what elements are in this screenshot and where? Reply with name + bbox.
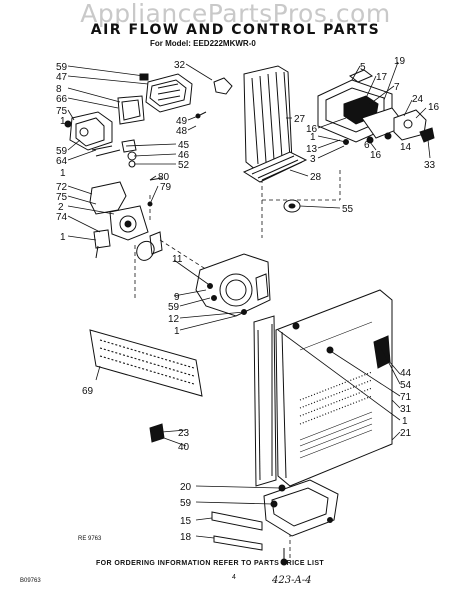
callout-71: 71 [400, 392, 412, 403]
callout-8: 8 [56, 84, 62, 95]
retainer-clip [149, 423, 165, 443]
callout-16: 16 [428, 102, 440, 113]
callout-13: 13 [306, 144, 318, 155]
callout-23: 23 [178, 428, 190, 439]
callout-32: 32 [174, 60, 186, 71]
document-code: B09763 [20, 578, 41, 584]
callout-5: 5 [360, 62, 366, 73]
callout-2: 2 [58, 202, 64, 213]
callout-48: 48 [176, 126, 188, 137]
control-housing-assembly [117, 73, 193, 125]
callout-6: 6 [364, 140, 370, 151]
callout-numbers: 59 47 8 66 75 1 59 64 1 32 49 48 45 46 5… [56, 56, 440, 543]
callout-74: 74 [56, 212, 68, 223]
callout-27: 27 [294, 114, 306, 125]
callout-7: 7 [394, 82, 400, 93]
control-knob [283, 199, 301, 213]
callout-1: 1 [310, 132, 316, 143]
callout-leader-lines [67, 61, 431, 539]
callout-33: 33 [424, 160, 436, 171]
callout-54: 54 [400, 380, 412, 391]
callout-75: 75 [56, 192, 68, 203]
callout-59: 59 [56, 146, 68, 157]
model-number: EED222MKWR-0 [193, 39, 256, 48]
callout-52: 52 [178, 160, 190, 171]
callout-3: 3 [310, 154, 316, 165]
diagram-title: AIR FLOW AND CONTROL PARTS [90, 22, 381, 38]
callout-15: 15 [180, 516, 192, 527]
callout-75: 75 [56, 106, 68, 117]
callout-72: 72 [56, 182, 68, 193]
callout-11: 11 [172, 254, 183, 265]
callout-14: 14 [400, 142, 412, 153]
callout-66: 66 [56, 94, 68, 105]
callout-79: 79 [160, 182, 172, 193]
callout-47: 47 [56, 72, 68, 83]
callout-44: 44 [400, 368, 412, 379]
control-bracket-assembly [317, 69, 407, 145]
watermark: AppliancePartsPros.com [80, 0, 391, 28]
thermostat-assembly [393, 109, 435, 143]
callout-16: 16 [306, 124, 318, 135]
callout-49: 49 [176, 116, 188, 127]
handwritten-note: 423-A-4 [272, 575, 312, 586]
callout-16: 16 [370, 150, 382, 161]
air-grille [242, 151, 308, 183]
callout-18: 18 [180, 532, 192, 543]
callout-28: 28 [310, 172, 322, 183]
callout-59: 59 [56, 62, 68, 73]
callout-80: 80 [158, 172, 170, 183]
model-line: For Model: EED222MKWR-0 [150, 39, 256, 48]
drain-trough-assembly [211, 479, 339, 566]
callout-1: 1 [402, 416, 408, 427]
callout-1: 1 [60, 232, 66, 243]
callout-24: 24 [412, 94, 424, 105]
fan-shroud [195, 253, 271, 317]
callout-31: 31 [400, 404, 412, 415]
ordering-note: FOR ORDERING INFORMATION REFER TO PARTS … [96, 560, 325, 567]
callout-9: 9 [174, 292, 180, 303]
callout-40: 40 [178, 442, 190, 453]
callout-64: 64 [56, 156, 68, 167]
callout-1: 1 [60, 168, 66, 179]
callout-69: 69 [82, 386, 94, 397]
callout-21: 21 [400, 428, 412, 439]
air-baffle [89, 329, 203, 397]
callout-12: 12 [168, 314, 180, 325]
page-number: 4 [232, 574, 236, 581]
model-label: For Model: [150, 39, 191, 48]
callout-59: 59 [180, 498, 192, 509]
callout-1: 1 [60, 116, 66, 127]
evaporator-cover-panel [275, 289, 393, 487]
callout-1: 1 [174, 326, 180, 337]
damper-control-assembly [64, 111, 121, 157]
drawing-code: RE 9763 [78, 536, 102, 542]
callout-17: 17 [376, 72, 388, 83]
duct-channel [253, 315, 277, 487]
callout-59: 59 [168, 302, 180, 313]
callout-55: 55 [342, 204, 354, 215]
callout-46: 46 [178, 150, 190, 161]
callout-20: 20 [180, 482, 192, 493]
callout-19: 19 [394, 56, 406, 67]
callout-45: 45 [178, 140, 190, 151]
fan-motor-assembly [89, 177, 163, 261]
